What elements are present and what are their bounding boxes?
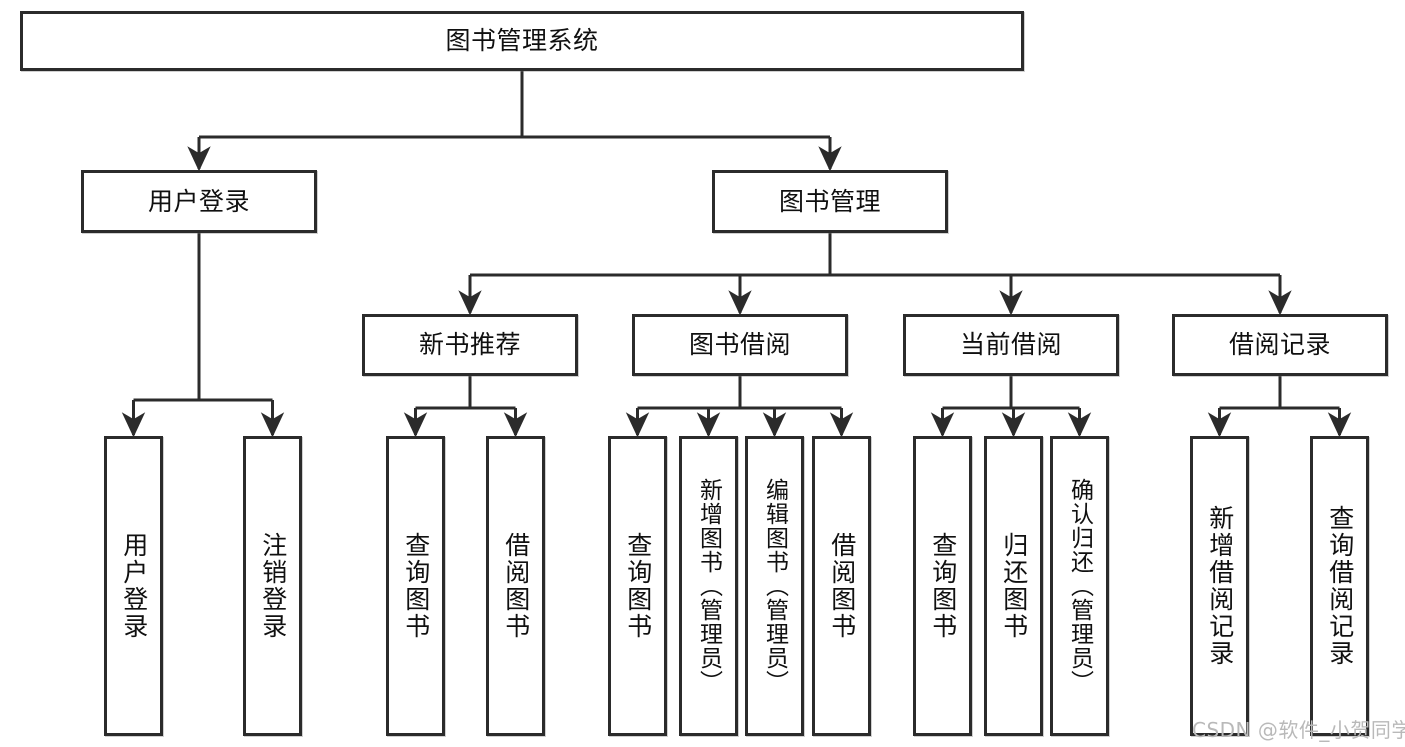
node-label: 新增图书（管理员） <box>695 478 722 694</box>
node-book-manage: 图书管理 <box>712 170 948 233</box>
node-book-borrow: 图书借阅 <box>632 314 848 376</box>
node-leaf-edit-book: 编辑图书（管理员） <box>745 436 804 736</box>
node-label: 查询借阅记录 <box>1325 505 1355 667</box>
node-leaf-add-book: 新增图书（管理员） <box>679 436 738 736</box>
node-leaf-query-book-borrow: 查询图书 <box>608 436 667 736</box>
node-label: 借阅图书 <box>827 532 857 640</box>
node-leaf-query-book-cur: 查询图书 <box>913 436 972 736</box>
node-leaf-query-book-rec: 查询图书 <box>386 436 445 736</box>
node-leaf-add-record: 新增借阅记录 <box>1190 436 1249 736</box>
csdn-watermark: CSDN @软件_小贺同学 <box>1192 718 1405 742</box>
node-new-book-rec: 新书推荐 <box>362 314 578 376</box>
node-label: 查询图书 <box>401 532 431 640</box>
node-leaf-user-login: 用户登录 <box>104 436 163 736</box>
node-leaf-borrow-book-rec: 借阅图书 <box>486 436 545 736</box>
node-label: 当前借阅 <box>959 330 1062 360</box>
node-label: 用户登录 <box>147 186 250 216</box>
node-label: 查询图书 <box>623 532 653 640</box>
node-label: 用户登录 <box>119 532 149 640</box>
node-label: 注销登录 <box>258 532 288 640</box>
node-label: 确认归还（管理员） <box>1066 478 1093 694</box>
node-label: 新书推荐 <box>418 330 521 360</box>
node-root: 图书管理系统 <box>20 11 1024 71</box>
node-leaf-query-record: 查询借阅记录 <box>1310 436 1369 736</box>
node-current-borrow: 当前借阅 <box>903 314 1119 376</box>
node-label: 借阅记录 <box>1228 330 1331 360</box>
node-label: 借阅图书 <box>501 532 531 640</box>
node-label: 图书管理系统 <box>445 26 599 56</box>
node-leaf-borrow-book: 借阅图书 <box>812 436 871 736</box>
node-label: 图书管理 <box>778 186 881 216</box>
node-borrow-record: 借阅记录 <box>1172 314 1388 376</box>
node-label: 归还图书 <box>999 532 1029 640</box>
node-leaf-user-logout: 注销登录 <box>243 436 302 736</box>
node-label: 查询图书 <box>928 532 958 640</box>
node-label: 编辑图书（管理员） <box>761 478 788 694</box>
node-leaf-return-book: 归还图书 <box>984 436 1043 736</box>
node-label: 图书借阅 <box>688 330 791 360</box>
node-leaf-confirm-return: 确认归还（管理员） <box>1050 436 1109 736</box>
node-user-login: 用户登录 <box>81 170 317 233</box>
node-label: 新增借阅记录 <box>1205 505 1235 667</box>
